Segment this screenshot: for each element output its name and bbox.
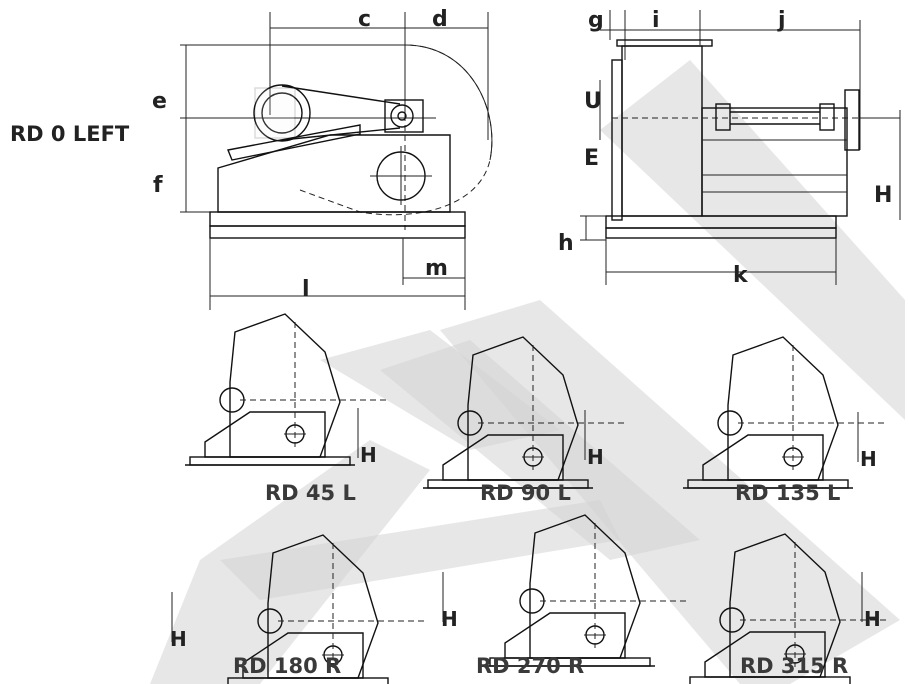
variant-caption: RD 180 R [233,654,341,678]
dim-k: k [733,263,749,288]
dim-U: U [584,89,602,114]
variant-3: H RD 135 L [683,336,888,505]
variant-dim-H: H [587,445,604,469]
variant-dim-H: H [441,607,458,631]
variant-2: H RD 90 L [423,336,628,505]
variant-caption: RD 45 L [265,481,356,505]
dim-H: H [874,183,892,208]
variant-6: H RD 315 R [689,533,890,684]
variant-dim-H: H [360,443,377,467]
dim-g: g [588,8,604,33]
variant-1: HRD 45 L [185,313,390,505]
variant-dim-H: H [864,607,881,631]
variant-caption: RD 270 R [476,654,584,678]
dim-d: d [432,7,448,32]
dim-c: c [358,7,371,32]
variant-5: H RD 270 R [441,514,690,678]
dim-E: E [584,146,599,171]
main-view: RD 0 LEFT [10,7,493,310]
variant-4: H RD 180 R [170,534,428,684]
variant-caption: RD 90 L [480,481,571,505]
variant-dim-H: H [860,447,877,471]
dim-m: m [425,256,448,281]
dim-i: i [652,8,660,33]
dim-f: f [153,173,163,198]
side-view: g i j U E H h k [558,8,901,288]
dim-j: j [777,8,786,33]
main-view-title: RD 0 LEFT [10,122,130,146]
dim-e: e [152,89,167,114]
variant-dim-H: H [170,627,187,651]
watermark [150,60,905,684]
variant-caption: RD 315 R [740,654,848,678]
dim-h: h [558,231,574,256]
variant-caption: RD 135 L [735,481,840,505]
dim-l: l [302,277,310,302]
